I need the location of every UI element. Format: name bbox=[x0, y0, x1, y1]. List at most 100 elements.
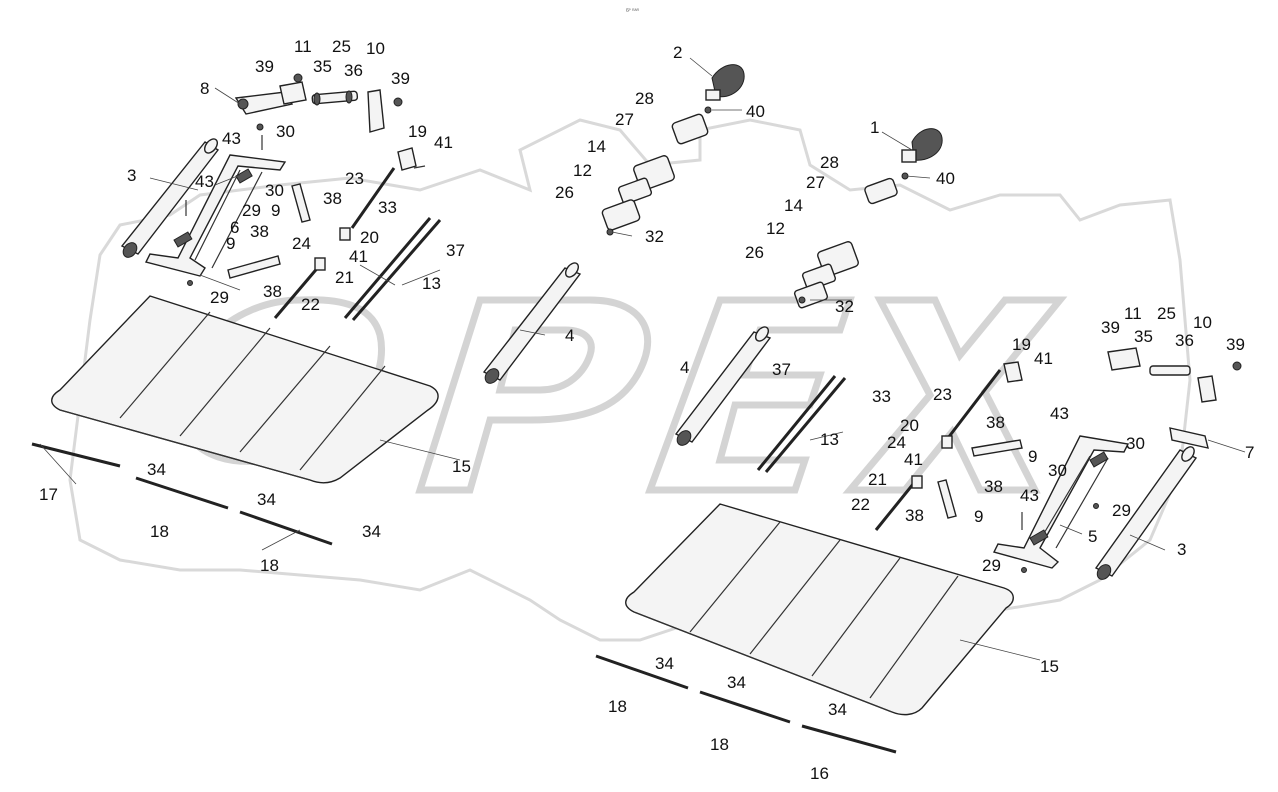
callout-33: 33 bbox=[378, 198, 397, 217]
callout-25b: 25 bbox=[1157, 304, 1176, 323]
right-slat-18b bbox=[699, 690, 791, 724]
callout-11: 11 bbox=[294, 37, 312, 56]
callout-34e: 34 bbox=[727, 673, 746, 692]
callout-3b: 3 bbox=[1177, 540, 1186, 559]
left-assembly bbox=[31, 64, 745, 546]
callout-27: 27 bbox=[615, 110, 634, 129]
callout-43b: 43 bbox=[195, 172, 214, 191]
left-slat-17 bbox=[31, 442, 121, 468]
callout-13: 13 bbox=[422, 274, 441, 293]
callout-14: 14 bbox=[587, 137, 606, 156]
callout-24b: 24 bbox=[887, 433, 906, 452]
callout-7: 7 bbox=[1245, 443, 1254, 462]
callout-5: 5 bbox=[1088, 527, 1097, 546]
left-pin-41 bbox=[413, 165, 426, 169]
callout-26b: 26 bbox=[745, 243, 764, 262]
callout-18: 18 bbox=[150, 522, 169, 541]
right-link-9b bbox=[937, 479, 957, 519]
left-hinge-plate-10 bbox=[367, 89, 403, 133]
left-plate-26 bbox=[601, 199, 641, 231]
callout-21b: 21 bbox=[868, 470, 887, 489]
callout-39b: 39 bbox=[391, 69, 410, 88]
callout-26: 26 bbox=[555, 183, 574, 202]
callout-35: 35 bbox=[313, 57, 332, 76]
callout-34d: 34 bbox=[655, 654, 674, 673]
callout-38d: 38 bbox=[986, 413, 1005, 432]
right-motor-1 bbox=[901, 128, 943, 163]
callout-27b: 27 bbox=[806, 173, 825, 192]
center-roller-4 bbox=[482, 262, 582, 384]
right-bar-13a bbox=[756, 375, 837, 471]
callout-38b: 38 bbox=[250, 222, 269, 241]
callout-18b: 18 bbox=[260, 556, 279, 575]
left-rod-23 bbox=[350, 167, 396, 229]
callout-38c: 38 bbox=[263, 282, 282, 301]
callout-37b: 37 bbox=[772, 360, 791, 379]
callout-43: 43 bbox=[222, 129, 241, 148]
callouts: 11 25 10 39 35 36 39 8 43 30 19 41 3 43 … bbox=[39, 37, 1254, 783]
callout-23: 23 bbox=[345, 169, 364, 188]
callout-32b: 32 bbox=[835, 297, 854, 316]
callout-39c: 39 bbox=[1101, 318, 1120, 337]
left-strut-9 bbox=[291, 183, 311, 223]
callout-41b: 41 bbox=[349, 247, 368, 266]
right-hinge-bracket-11 bbox=[1107, 347, 1141, 371]
callout-36b: 36 bbox=[1175, 331, 1194, 350]
left-conveyor-belt-15 bbox=[51, 295, 439, 484]
right-bushing-20 bbox=[941, 435, 953, 449]
callout-37: 37 bbox=[446, 241, 465, 260]
callout-17: 17 bbox=[39, 485, 58, 504]
callout-22: 22 bbox=[301, 295, 320, 314]
callout-34: 34 bbox=[147, 460, 166, 479]
callout-9d: 9 bbox=[974, 507, 983, 526]
callout-41d: 41 bbox=[904, 450, 923, 469]
right-bushing-21 bbox=[911, 475, 923, 489]
right-hinge-plate-10 bbox=[1197, 375, 1217, 403]
callout-18d: 18 bbox=[710, 735, 729, 754]
watermark-gear-outline bbox=[68, 118, 1192, 642]
left-plate-12 bbox=[617, 177, 653, 205]
left-frame bbox=[144, 154, 287, 277]
right-roller-4 bbox=[674, 326, 772, 446]
right-hinge-pin-25 bbox=[1149, 365, 1191, 376]
callout-23b: 23 bbox=[933, 385, 952, 404]
callout-1: 1 bbox=[870, 118, 879, 137]
right-bracket-7 bbox=[1169, 427, 1209, 449]
callout-10: 10 bbox=[366, 39, 385, 58]
left-bar-13b bbox=[351, 219, 442, 321]
left-roller-3 bbox=[120, 138, 220, 258]
callout-9: 9 bbox=[271, 201, 280, 220]
right-plate-26 bbox=[793, 281, 829, 309]
callout-4b: 4 bbox=[680, 358, 689, 377]
callout-40b: 40 bbox=[936, 169, 955, 188]
left-slat-18a bbox=[135, 476, 229, 510]
callout-19b: 19 bbox=[1012, 335, 1031, 354]
callout-39d: 39 bbox=[1226, 335, 1245, 354]
callout-12: 12 bbox=[573, 161, 592, 180]
callout-25: 25 bbox=[332, 37, 351, 56]
leader-lines bbox=[39, 57, 1246, 661]
callout-20: 20 bbox=[360, 228, 379, 247]
left-hinge-bracket-11 bbox=[279, 73, 307, 105]
callout-40: 40 bbox=[746, 102, 765, 121]
right-plate-28 bbox=[864, 177, 898, 205]
left-bolt-43 bbox=[256, 123, 264, 131]
right-nut-29b bbox=[1093, 503, 1099, 509]
right-slat-16 bbox=[801, 724, 897, 754]
callout-24: 24 bbox=[292, 234, 311, 253]
callout-12b: 12 bbox=[766, 219, 785, 238]
right-frame bbox=[992, 435, 1130, 569]
callout-3: 3 bbox=[127, 166, 136, 185]
callout-28b: 28 bbox=[820, 153, 839, 172]
right-block-19 bbox=[1003, 361, 1023, 383]
left-block-19 bbox=[397, 147, 417, 171]
callout-22b: 22 bbox=[851, 495, 870, 514]
left-motor-2 bbox=[705, 64, 745, 101]
callout-11b: 11 bbox=[1124, 304, 1142, 323]
right-assembly bbox=[595, 128, 1242, 754]
callout-41c: 41 bbox=[1034, 349, 1053, 368]
right-nut-39 bbox=[1232, 361, 1242, 371]
callout-30d: 30 bbox=[1048, 461, 1067, 480]
left-slat-18b bbox=[239, 510, 333, 546]
